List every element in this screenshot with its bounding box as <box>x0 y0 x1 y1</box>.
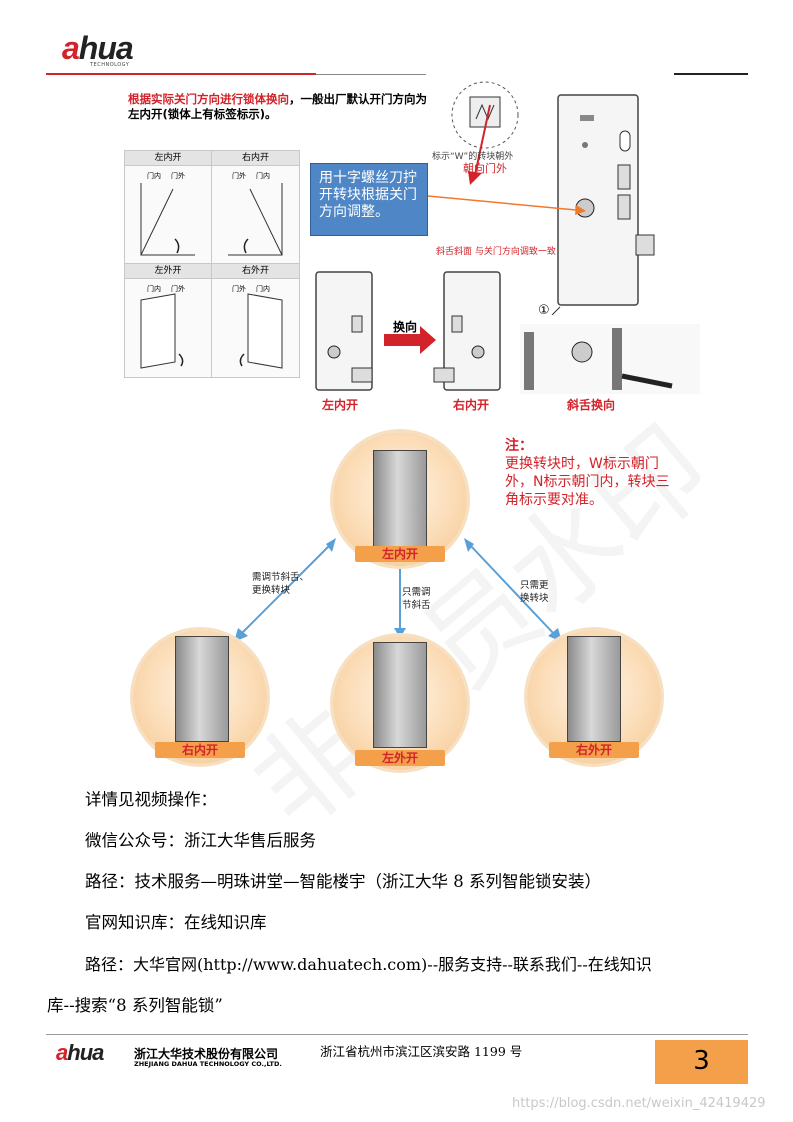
logo-letter-a: a <box>62 30 80 66</box>
logo-letters: hua <box>78 30 134 66</box>
body-line-5b: 库--搜索“8 系列智能锁” <box>47 996 223 1015</box>
caption-red: 根据实际关门方向进行锁体换向 <box>128 92 289 106</box>
cell-label: 左外开 <box>125 264 211 279</box>
lock-photo <box>373 450 427 554</box>
header-right-rule <box>674 73 748 75</box>
lock-swap-illustration <box>315 271 700 394</box>
bottom-label-2: 右内开 <box>453 398 490 412</box>
door-cell-1: 左内开 门内 门外 <box>125 151 212 264</box>
note-block: 注： 更换转块时，W标示朝门外，N标示朝门内，转块三角标示要对准。 <box>505 437 683 509</box>
note-body: 更换转块时，W标示朝门外，N标示朝门内，转块三角标示要对准。 <box>505 456 670 508</box>
lock-circle-right: 右外开 <box>527 630 661 764</box>
lock-photo <box>373 642 427 748</box>
cell-outer-label: 门外 <box>171 172 185 180</box>
cell-outer-label: 门外 <box>171 285 185 293</box>
mark-red-label: 朝向门外 <box>463 162 507 175</box>
figure1-caption: 根据实际关门方向进行锁体换向，一般出厂默认开门方向为左内开(锁体上有标签标示)。 <box>128 92 428 122</box>
arrow-label: 换向 <box>393 320 418 334</box>
body-line-3: 路径：技术服务—明珠讲堂—智能楼宇（浙江大华 8 系列智能锁安装） <box>85 872 601 891</box>
door-open-icon <box>239 293 283 369</box>
circle-label: 左外开 <box>355 750 445 766</box>
body-line-1: 详情见视频操作： <box>85 790 217 809</box>
cell-inner-label: 门内 <box>147 285 161 293</box>
circle-label: 右内开 <box>155 742 245 758</box>
page-number: 3 <box>693 1046 710 1076</box>
footer-logo: ahua <box>56 1040 104 1066</box>
header-red-rule <box>46 73 316 75</box>
instruction-text: 用十字螺丝刀拧开转块根据关门方向调整。 <box>319 170 417 220</box>
cell-label: 右内开 <box>212 151 299 166</box>
edge-mid-label: 只需调节斜舌 <box>402 587 431 611</box>
instruction-blue-box: 用十字螺丝刀拧开转块根据关门方向调整。 <box>310 163 428 236</box>
lock-photo <box>567 636 621 742</box>
caption-black: ，一般出厂默认开门方向为左内开(锁体上有标签标示)。 <box>128 92 427 121</box>
cell-outer-label: 门内 <box>256 285 270 293</box>
edge-right-label: 只需更换转块 <box>520 580 549 604</box>
door-cell-3: 左外开 门内 门外 <box>125 264 212 377</box>
step-number: ① <box>538 303 550 318</box>
header-logo: ahua <box>62 30 134 67</box>
cell-label: 左内开 <box>125 151 211 166</box>
cell-inner-label: 门内 <box>147 172 161 180</box>
cell-outer-label: 门内 <box>256 172 270 180</box>
mark-label: 标示“W”的转块朝外 <box>432 152 514 162</box>
door-cell-2: 右内开 门外 门内 <box>212 151 299 264</box>
door-diagram-panel: 左内开 门内 门外 右内开 门外 门内 左外开 门内 门外 右外开 门外 门内 <box>124 150 300 378</box>
body-line-2: 微信公众号：浙江大华售后服务 <box>85 831 316 850</box>
logo-letter-a: a <box>56 1040 68 1065</box>
footer-address: 浙江省杭州市滨江区滨安路 1199 号 <box>320 1044 523 1059</box>
orange-arrow <box>428 195 586 215</box>
lock-circle-mid: 左外开 <box>333 636 467 770</box>
footer-company-en: ZHEJIANG DAHUA TECHNOLOGY CO.,LTD. <box>134 1060 282 1068</box>
door-open-icon <box>140 293 184 369</box>
header-gray-rule <box>316 74 426 75</box>
lock-body-illustration <box>451 81 655 315</box>
relation-arrows <box>234 538 562 642</box>
slant-label: 斜舌斜面 与关门方向调致一致 <box>436 247 556 257</box>
logo-letters: hua <box>67 1040 104 1065</box>
note-title: 注： <box>505 438 533 454</box>
body-line-5a: 路径：大华官网(http://www.dahuatech.com)--服务支持-… <box>85 955 652 974</box>
logo-subtitle: TECHNOLOGY <box>90 62 130 68</box>
circle-label: 左内开 <box>355 546 445 562</box>
footer-rule <box>46 1034 748 1035</box>
edge-left-label: 需调节斜舌、更换转块 <box>252 572 310 596</box>
footer-company-cn: 浙江大华技术股份有限公司 <box>134 1047 279 1061</box>
csdn-watermark: https://blog.csdn.net/weixin_42419429 <box>512 1096 766 1111</box>
bottom-label-1: 左内开 <box>322 398 359 412</box>
lock-circle-top: 左内开 <box>333 432 467 566</box>
cell-inner-label: 门外 <box>232 172 246 180</box>
door-cell-4: 右外开 门外 门内 <box>212 264 299 377</box>
page-number-box: 3 <box>655 1040 748 1084</box>
body-line-4: 官网知识库：在线知识库 <box>85 913 267 932</box>
door-open-icon <box>228 183 283 256</box>
bottom-label-3: 斜舌换向 <box>567 398 616 412</box>
cell-inner-label: 门外 <box>232 285 246 293</box>
circle-label: 右外开 <box>549 742 639 758</box>
lock-photo <box>175 636 229 742</box>
cell-label: 右外开 <box>212 264 299 279</box>
lock-circle-left: 右内开 <box>133 630 267 764</box>
door-open-icon <box>140 183 195 256</box>
